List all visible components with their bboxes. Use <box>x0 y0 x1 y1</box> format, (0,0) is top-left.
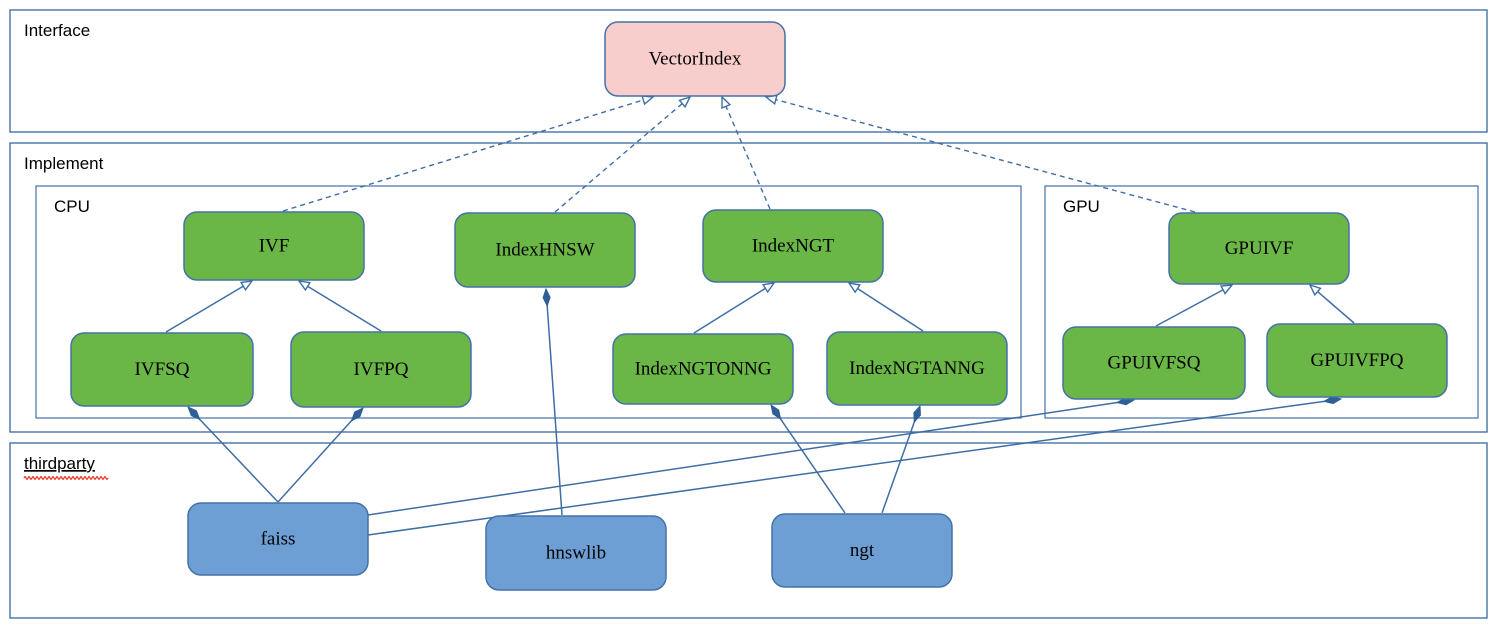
inheritance-arrowhead <box>678 95 692 109</box>
node-box-hnswlib[interactable] <box>485 515 667 591</box>
node-ivf[interactable]: IVF <box>183 211 365 281</box>
node-indexngt[interactable]: IndexNGT <box>702 209 884 283</box>
edge-indexngtonng-indexngt <box>693 282 776 334</box>
node-label-gpuivfpq: GPUIVFPQ <box>1311 350 1404 371</box>
edge-line <box>367 401 1119 516</box>
node-ngt[interactable]: ngt <box>771 513 953 588</box>
node-hnswlib[interactable]: hnswlib <box>485 515 667 591</box>
node-box-ivfpq[interactable] <box>290 331 472 408</box>
node-indexngtanng[interactable]: IndexNGTANNG <box>826 331 1008 406</box>
edge-faiss-ivfsq <box>187 406 279 503</box>
node-ivfpq[interactable]: IVFPQ <box>290 331 472 408</box>
group-label-gpu: GPU <box>1063 197 1100 216</box>
composition-diamond <box>913 404 921 424</box>
node-box-gpuivf[interactable] <box>1168 212 1350 285</box>
composition-diamond <box>770 403 782 421</box>
composition-diamond <box>187 406 201 421</box>
edge-line <box>779 417 846 514</box>
edge-ivfsq-ivf <box>165 280 254 333</box>
inheritance-arrowhead <box>239 280 254 292</box>
edge-gpuivfsq-gpuivf <box>1155 284 1234 327</box>
edge-line <box>367 400 1326 536</box>
edge-ivfpq-ivf <box>297 280 382 332</box>
edges-layer <box>165 94 1355 536</box>
node-indexngtonng[interactable]: IndexNGTONNG <box>612 333 794 405</box>
node-label-hnswlib: hnswlib <box>546 542 606 563</box>
node-box-faiss[interactable] <box>187 502 369 576</box>
node-gpuivf[interactable]: GPUIVF <box>1168 212 1350 285</box>
group-label-implement: Implement <box>24 154 104 173</box>
edge-line <box>165 285 244 333</box>
edge-line <box>277 419 353 503</box>
node-label-gpuivfsq: GPUIVFSQ <box>1108 352 1201 373</box>
node-label-ivfsq: IVFSQ <box>135 359 190 380</box>
inheritance-arrowhead <box>1219 284 1234 295</box>
edge-line <box>198 418 279 503</box>
node-label-gpuivf: GPUIVF <box>1225 238 1294 259</box>
inheritance-arrowhead <box>761 282 776 294</box>
edge-line <box>554 102 683 213</box>
group-label-thirdparty: thirdparty <box>24 454 95 473</box>
node-label-ivf: IVF <box>259 235 290 256</box>
edge-ngt-indexngtonng <box>770 403 846 514</box>
node-box-gpuivfsq[interactable] <box>1062 326 1246 400</box>
edge-line <box>881 420 916 514</box>
composition-diamond <box>350 407 364 422</box>
node-box-gpuivfpq[interactable] <box>1266 323 1448 398</box>
edge-line <box>856 287 924 332</box>
node-gpuivfsq[interactable]: GPUIVFSQ <box>1062 326 1246 400</box>
edge-hnswlib-indexhnsw <box>542 287 563 516</box>
node-ivfsq[interactable]: IVFSQ <box>70 332 254 407</box>
node-box-ngt[interactable] <box>771 513 953 588</box>
node-label-indexngtonng: IndexNGTONNG <box>635 358 772 379</box>
inheritance-arrowhead <box>721 95 732 110</box>
node-label-indexhnsw: IndexHNSW <box>495 239 594 260</box>
node-label-indexngt: IndexNGT <box>752 235 835 256</box>
edge-line <box>1317 290 1355 324</box>
node-box-ivf[interactable] <box>183 211 365 281</box>
node-label-vectorindex: VectorIndex <box>649 48 742 69</box>
node-gpuivfpq[interactable]: GPUIVFPQ <box>1266 323 1448 398</box>
edge-line <box>546 304 563 516</box>
edge-line <box>725 105 771 210</box>
inheritance-arrowhead <box>847 282 861 294</box>
spellcheck-underline-thirdparty <box>23 476 109 480</box>
edge-line <box>693 287 766 334</box>
edge-line <box>1155 289 1224 327</box>
edge-line <box>775 98 1196 213</box>
edge-indexngt-vectorindex <box>721 95 771 210</box>
node-faiss[interactable]: faiss <box>187 502 369 576</box>
composition-diamond <box>542 287 551 308</box>
node-label-ngt: ngt <box>850 540 875 561</box>
node-label-indexngtanng: IndexNGTANNG <box>849 358 985 379</box>
edge-line <box>307 285 382 332</box>
node-vectorindex[interactable]: VectorIndex <box>604 21 786 97</box>
node-box-indexngtonng[interactable] <box>612 333 794 405</box>
node-box-indexngtanng[interactable] <box>826 331 1008 406</box>
node-box-ivfsq[interactable] <box>70 332 254 407</box>
edge-indexngtanng-indexngt <box>847 282 924 332</box>
node-box-vectorindex[interactable] <box>604 21 786 97</box>
edge-faiss-ivfpq <box>277 407 364 503</box>
group-label-interface: Interface <box>24 21 90 40</box>
node-box-indexhnsw[interactable] <box>454 212 636 288</box>
edge-gpuivfpq-gpuivf <box>1308 283 1355 324</box>
node-label-ivfpq: IVFPQ <box>354 359 409 380</box>
node-label-faiss: faiss <box>261 528 296 549</box>
edge-indexhnsw-vectorindex <box>554 95 692 213</box>
node-indexhnsw[interactable]: IndexHNSW <box>454 212 636 288</box>
group-label-cpu: CPU <box>54 197 90 216</box>
edge-ngt-indexngtanng <box>881 404 921 514</box>
node-box-indexngt[interactable] <box>702 209 884 283</box>
inheritance-arrowhead <box>297 280 312 292</box>
inheritance-arrowhead <box>1308 283 1322 297</box>
